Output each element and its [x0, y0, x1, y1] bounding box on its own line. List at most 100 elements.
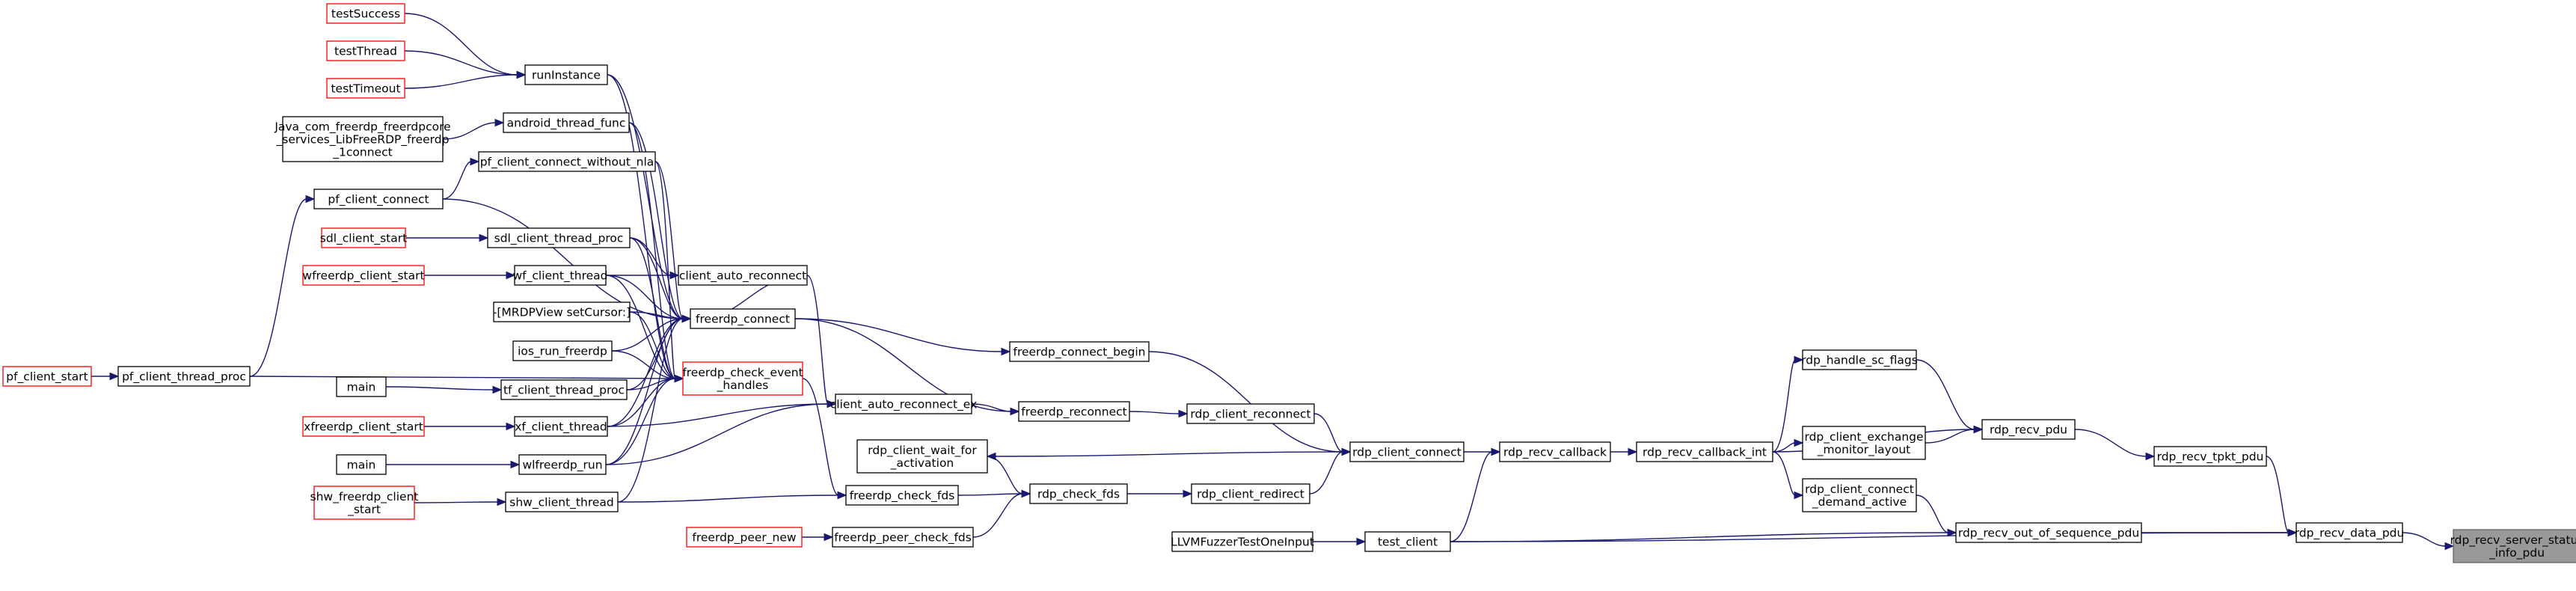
node-label: wlfreerdp_run — [522, 459, 602, 473]
node-freerdp-peer-check-fds[interactable]: freerdp_peer_check_fds — [832, 527, 974, 548]
node-box — [1802, 426, 1926, 460]
node-recv-data-pdu[interactable]: rdp_recv_data_pdu — [2295, 522, 2405, 543]
node-recv-oos-pdu[interactable]: rdp_recv_out_of_sequence_pdu — [1955, 522, 2142, 543]
node-recv-callback[interactable]: rdp_recv_callback — [1499, 441, 1611, 462]
node-label: rdp_client_connect — [1352, 446, 1462, 460]
node-recv-tpkt-pdu[interactable]: rdp_recv_tpkt_pdu — [2153, 446, 2267, 467]
edge-freerdp-peer-check-fds-to-rdp-check-fds — [972, 489, 1031, 538]
node-sdl-client-thread-proc[interactable]: sdl_client_thread_proc — [487, 227, 631, 248]
edge-recv-tpkt-pdu-to-recv-data-pdu — [2266, 456, 2298, 537]
node-sdl-client-start[interactable]: sdl_client_start — [320, 227, 407, 248]
node-testsuccess[interactable]: testSuccess — [326, 3, 405, 24]
node-shw-client-thread[interactable]: shw_client_thread — [505, 492, 619, 512]
node-root[interactable]: rdp_recv_server_status_info_pdu — [2450, 529, 2576, 563]
node-box — [835, 394, 972, 414]
node-rdp-check-fds[interactable]: rdp_check_fds — [1029, 483, 1128, 504]
node-label: rdp_recv_callback_int — [1643, 446, 1767, 460]
node-box — [832, 527, 974, 548]
node-label: wf_client_thread — [512, 269, 607, 284]
node-label: rdp_recv_data_pdu — [2295, 527, 2405, 541]
node-pf-client-start[interactable]: pf_client_start — [2, 366, 92, 387]
node-box — [2296, 522, 2403, 543]
node-box — [302, 416, 425, 437]
node-label: pf_client_connect — [328, 193, 429, 207]
edge-shw-client-thread-to-freerdp-check-fds — [617, 491, 847, 503]
node-box — [2453, 529, 2576, 563]
node-wfreerdp-client-start[interactable]: wfreerdp_client_start — [302, 265, 425, 286]
node-box — [302, 265, 425, 286]
node-label: pf_client_connect_without_nla — [480, 156, 654, 170]
node-runinstance[interactable]: runInstance — [524, 64, 608, 85]
node-rdp-client-redirect[interactable]: rdp_client_redirect — [1191, 483, 1310, 504]
node-testtimeout[interactable]: testTimeout — [326, 78, 405, 99]
node-label: main — [347, 381, 376, 394]
node-label: testSuccess — [331, 7, 400, 21]
node-freerdp-connect[interactable]: freerdp_connect — [690, 308, 796, 329]
node-label: client_auto_reconnect_ex — [830, 398, 978, 412]
node-client-exchange[interactable]: rdp_client_exchange_monitor_layout — [1802, 426, 1926, 460]
node-box — [512, 340, 613, 361]
edge-shw-client-thread-to-freerdp-connect — [617, 314, 692, 503]
node-box — [524, 64, 608, 85]
node-box — [514, 265, 607, 286]
node-label: freerdp_peer_new — [692, 531, 796, 545]
node-label: -[MRDPView setCursor:] — [493, 306, 631, 319]
node-label: rdp_client_connect — [1805, 483, 1914, 497]
node-pf-client-connect-wo-nla[interactable]: pf_client_connect_without_nla — [478, 151, 656, 172]
node-freerdp-peer-new[interactable]: freerdp_peer_new — [686, 527, 803, 548]
node-pf-client-connect[interactable]: pf_client_connect — [313, 189, 444, 209]
node-tf-client-thread-proc[interactable]: tf_client_thread_proc — [500, 379, 628, 400]
node-wlfreerdp-run[interactable]: wlfreerdp_run — [518, 454, 607, 475]
node-label: pf_client_start — [6, 370, 88, 385]
node-pf-client-thread-proc[interactable]: pf_client_thread_proc — [117, 366, 251, 387]
edge-main-wl-to-wlfreerdp-run — [386, 460, 521, 469]
node-recv-pdu[interactable]: rdp_recv_pdu — [1981, 419, 2076, 440]
node-box — [336, 454, 387, 475]
node-client-auto-reconnect-ex[interactable]: client_auto_reconnect_ex — [830, 394, 978, 414]
node-rdp-client-reconnect[interactable]: rdp_client_reconnect — [1186, 403, 1315, 424]
edge-freerdp-connect-begin-to-rdp-client-connect — [1148, 351, 1352, 456]
node-xfreerdp-client-start[interactable]: xfreerdp_client_start — [302, 416, 425, 437]
node-label: rdp_recv_pdu — [1990, 423, 2067, 438]
node-android-thread-func[interactable]: android_thread_func — [503, 112, 630, 133]
edge-recv-data-pdu-to-root — [2402, 532, 2455, 551]
edge-recv-callback-int-to-client-exchange — [1772, 438, 1804, 453]
node-box — [326, 3, 405, 24]
node-label: rdp_check_fds — [1037, 488, 1120, 502]
node-java-connect[interactable]: Java_com_freerdp_freerdpcore_services_Li… — [274, 116, 451, 162]
edge-testthread-to-runinstance — [404, 50, 527, 79]
node-freerdp-connect-begin[interactable]: freerdp_connect_begin — [1009, 341, 1150, 362]
node-mrdpview[interactable]: -[MRDPView setCursor:] — [493, 301, 631, 322]
node-freerdp-reconnect[interactable]: freerdp_reconnect — [1018, 401, 1130, 422]
node-box — [1499, 441, 1611, 462]
edge-testtimeout-to-runinstance — [404, 70, 527, 89]
node-freerdp-check-event-handles[interactable]: freerdp_check_event_handles — [682, 361, 803, 396]
node-xf-client-thread[interactable]: xf_client_thread — [514, 416, 608, 437]
node-rdp-client-connect[interactable]: rdp_client_connect — [1349, 441, 1465, 462]
node-ios-run-freerdp[interactable]: ios_run_freerdp — [512, 340, 613, 361]
node-box — [503, 112, 630, 133]
node-client-auto-reconnect[interactable]: client_auto_reconnect — [678, 265, 808, 286]
node-main-wl[interactable]: main — [336, 454, 387, 475]
edge-recv-callback-int-to-client-connect-demand — [1772, 451, 1804, 500]
node-testthread[interactable]: testThread — [326, 40, 405, 61]
node-freerdp-check-fds[interactable]: freerdp_check_fds — [845, 485, 959, 506]
edge-pf-client-connect-wo-nla-to-freerdp-connect — [654, 161, 692, 323]
edge-pf-client-start-to-pf-client-thread-proc — [91, 372, 120, 381]
node-test-client[interactable]: test_client — [1364, 531, 1451, 552]
edge-recv-callback-int-to-handle-sc-flags — [1772, 355, 1804, 453]
node-wf-client-thread[interactable]: wf_client_thread — [512, 265, 608, 286]
node-label: _services_LibFreeRDP_freerdp — [276, 133, 450, 147]
node-llvm-fuzzer[interactable]: LLVMFuzzerTestOneInput — [1171, 531, 1314, 552]
node-main-tf[interactable]: main — [336, 376, 387, 397]
node-label: _info_pdu — [2488, 546, 2545, 560]
node-label: pf_client_thread_proc — [122, 370, 246, 385]
node-box — [1349, 441, 1465, 462]
node-shw-freerdp-client-start[interactable]: shw_freerdp_client_start — [310, 486, 419, 520]
node-label: testThread — [334, 45, 397, 58]
node-rdp-client-wait[interactable]: rdp_client_wait_for_activation — [856, 439, 988, 474]
node-handle-sc-flags[interactable]: rdp_handle_sc_flags — [1801, 349, 1918, 370]
node-client-connect-demand[interactable]: rdp_client_connect_demand_active — [1802, 478, 1917, 512]
node-recv-callback-int[interactable]: rdp_recv_callback_int — [1636, 441, 1773, 462]
